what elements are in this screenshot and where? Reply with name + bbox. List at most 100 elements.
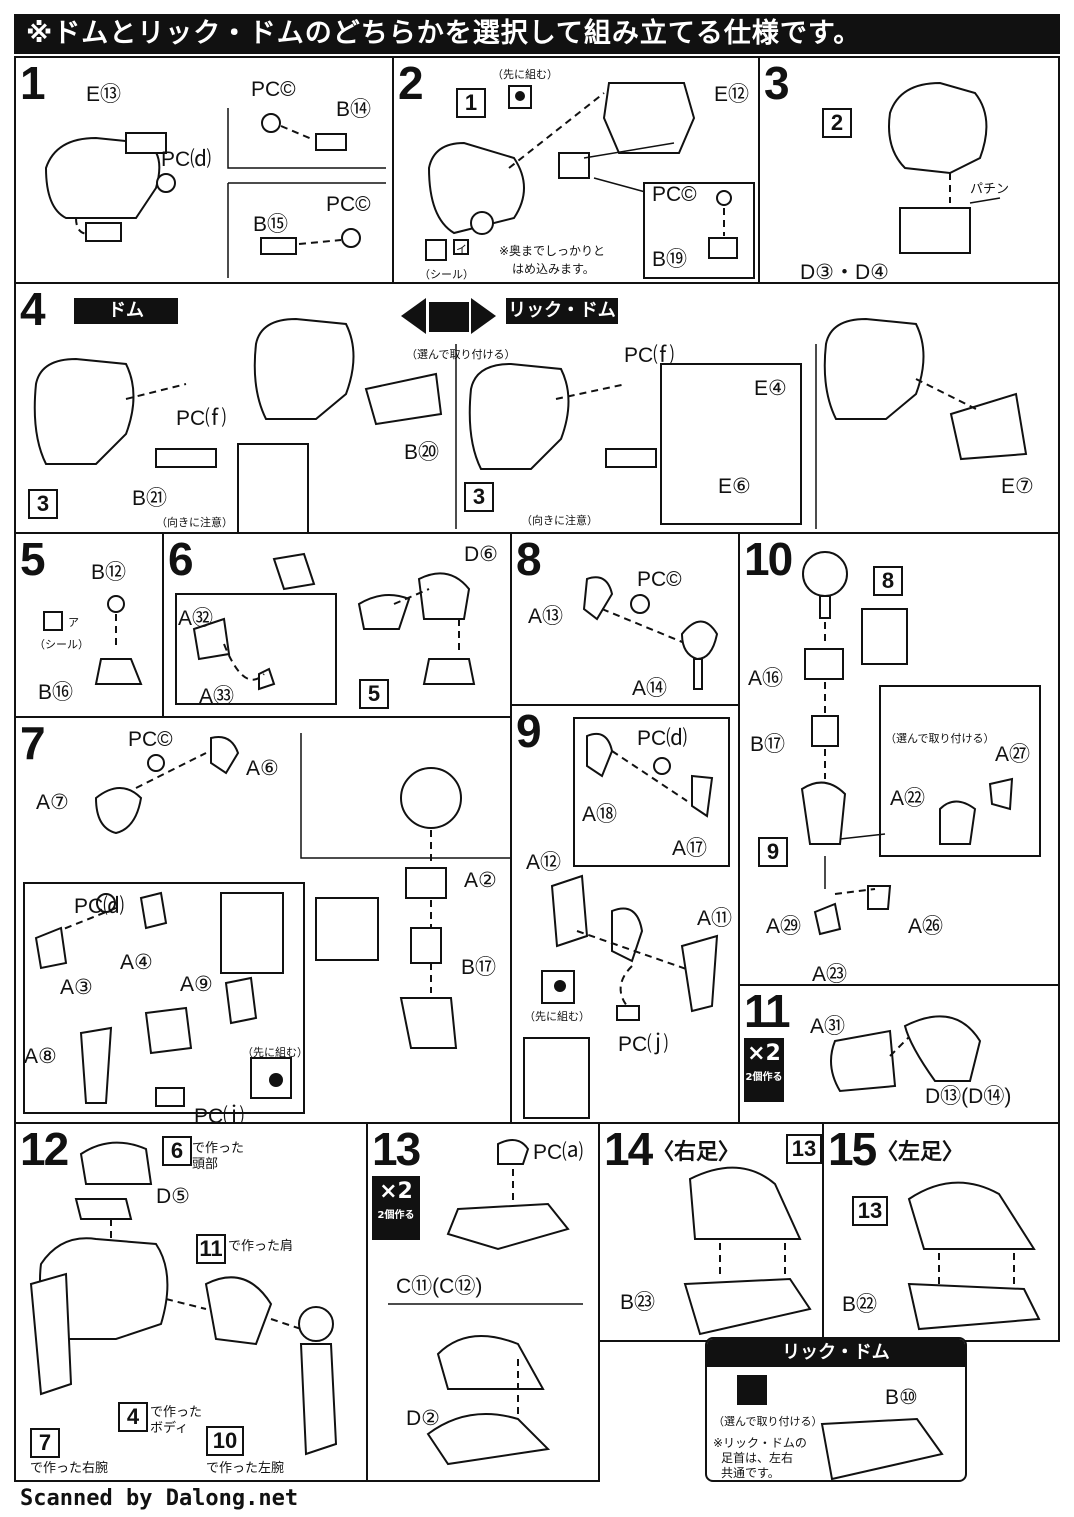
ref-step-6: 6 [162,1136,192,1166]
choose-note: （選んで取り付ける） [713,1415,823,1428]
orientation-note-2: （向きに注意） [521,514,598,527]
note-line-3: 共通です。 [721,1466,780,1480]
label-a33: A㉝ [199,685,235,708]
step-number: 2 [398,57,424,109]
label-e12: E⑫ [714,83,750,106]
step-9-diagram [523,717,730,1119]
label-pcf-2: PC⒡ [624,344,675,367]
step-10-panel: 10 8 A⑯ B⑰ （選んで取り付ける） A㉗ A㉒ 9 A㉙ A㉖ A㉓ [738,532,1060,986]
label-a7: A⑦ [36,791,69,814]
orientation-note: （向きに注意） [156,516,233,529]
rick-dom-tag: リック・ドム [506,298,618,324]
ref-step-7: 7 [30,1428,60,1458]
label-b15: B⑮ [253,213,289,236]
ref-step-8: 8 [873,566,903,596]
step-5-panel: 5 B⑫ ア （シール） B⑯ [14,532,164,718]
step-6-diagram [175,552,476,705]
label-d3-d4: D③・D④ [800,261,889,284]
step-number: 7 [20,717,46,769]
label-a3: A③ [60,976,93,999]
step-10-diagram [800,551,1041,936]
step-15-diagram [907,1181,1041,1331]
right-leg-title: 〈右足〉 [652,1139,741,1164]
times-two: ×2 [379,1179,413,1204]
note-line-2: はめ込みます。 [512,262,595,276]
ref-step-5: 5 [359,679,389,709]
label-b17: B⑰ [461,956,497,979]
pre-assemble-note: （先に組む） [524,1010,590,1023]
label-pcc-2: PC© [326,193,371,216]
label-a17: A⑰ [672,837,708,860]
step-6-panel: 6 D⑥ A㉜ A㉝ 5 [162,532,514,718]
step-number: 15 [828,1123,877,1175]
step-11-diagram [830,1015,982,1093]
choose-note: （選んで取り付ける） [885,732,995,745]
step-number: 6 [168,533,194,585]
label-pcc: PC© [251,78,296,101]
made-left-arm: で作った左腕 [206,1461,285,1476]
label-b19: B⑲ [652,248,688,271]
label-b22: B㉒ [842,1293,878,1316]
rick-dom-tag: リック・ドム [707,1339,965,1367]
label-a22: A㉒ [890,787,926,810]
label-e6: E⑥ [718,475,751,498]
step-number: 1 [20,57,46,109]
step-number: 12 [20,1123,69,1175]
made-right-arm: で作った右腕 [30,1461,109,1476]
step-14-diagram [683,1166,812,1336]
label-a9: A⑨ [180,973,213,996]
body-label: ボディ [150,1421,189,1436]
label-pca: PC⒜ [533,1141,584,1164]
label-a16: A⑯ [748,667,784,690]
label-a4: A④ [120,951,153,974]
step-14-panel: 14 〈右足〉 13 B㉓ [598,1122,824,1342]
pre-assemble-note: （先に組む） [492,68,558,81]
make-two-note: 2個作る [745,1072,783,1083]
step-number: 5 [20,533,46,585]
label-c11-c12: C⑪(C⑫) [396,1275,483,1298]
times-two-badge: ×2 2個作る [744,1038,784,1102]
made-in-4: で作った [150,1405,203,1420]
rick-dom-ankle-box: リック・ドム （選んで取り付ける） B⑩ ※リック・ドムの 足首は、左右 共通で… [705,1337,967,1482]
step-11-panel: 11 ×2 2個作る A㉛ D⑬(D⑭) [738,984,1060,1124]
step-5-diagram [43,595,143,685]
label-pcc: PC© [637,568,682,591]
label-a8: A⑧ [24,1045,57,1068]
rick-dom-diagram [737,1375,944,1480]
step-1-diagram [44,108,386,278]
label-a18: A⑱ [582,803,618,826]
made-in-6: で作った [192,1141,245,1156]
step-3-panel: 3 2 パチン D③・D④ [758,56,1060,284]
step-2-panel: 2 1 （先に組む） E⑫ PC© B⑲ イ （シール） ※奥までしっかりと は… [392,56,760,284]
label-a32: A㉜ [178,607,214,630]
label-a26: A㉖ [908,915,944,938]
label-a2: A② [464,869,497,892]
step-12-panel: 12 6 で作った 頭部 D⑤ 11 で作った肩 4 で作った ボディ 7 で作… [14,1122,368,1482]
step-9-panel: 9 PC⒟ A⑱ A⑰ A⑫ A⑪ （先に組む） PC⒥ [510,704,740,1124]
label-b16: B⑯ [38,681,74,704]
step-12-diagram [29,1141,338,1456]
seal-id: イ [456,243,467,256]
ref-step-13: 13 [786,1134,822,1164]
step-number: 4 [20,283,46,335]
note-line-1: ※リック・ドムの [713,1436,807,1450]
label-b12: B⑫ [91,561,127,584]
step-13-panel: 13 ×2 2個作る PC⒜ C⑪(C⑫) D② [366,1122,600,1482]
ref-step-11: 11 [196,1234,226,1264]
step-number: 9 [516,705,542,757]
left-leg-title: 〈左足〉 [876,1139,965,1164]
label-pcc: PC© [128,728,173,751]
label-pcd: PC⒟ [637,727,688,750]
label-a6: A⑥ [246,757,279,780]
ref-step-9: 9 [758,837,788,867]
label-a23: A㉓ [812,963,848,986]
note-line-1: ※奥までしっかりと [499,244,606,258]
dom-tag: ドム [74,298,178,324]
label-b17: B⑰ [750,733,786,756]
pre-assemble-note: （先に組む） [242,1046,308,1059]
label-pcf: PC⒡ [176,407,227,430]
ref-step-3-rick: 3 [464,482,494,512]
step-number: 3 [764,57,790,109]
ref-step-2: 2 [822,108,852,138]
ref-step-1: 1 [456,88,486,118]
